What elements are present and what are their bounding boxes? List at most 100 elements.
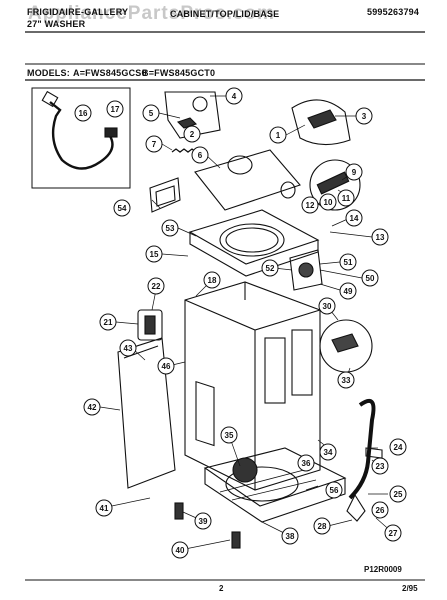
callout-10: 10 <box>319 193 337 211</box>
callout-16: 16 <box>74 104 92 122</box>
callout-4: 4 <box>225 87 243 105</box>
callout-54: 54 <box>113 199 131 217</box>
callout-6: 6 <box>191 146 209 164</box>
power-cord <box>49 101 114 170</box>
control-switch-assembly <box>291 99 351 146</box>
svg-text:54: 54 <box>118 204 127 213</box>
callout-56: 56 <box>325 481 343 499</box>
switch-inset-circle <box>309 159 361 211</box>
svg-text:50: 50 <box>366 274 375 283</box>
brand-line-2: 27" WASHER <box>27 19 86 29</box>
callout-33: 33 <box>337 371 355 389</box>
callout-7: 7 <box>145 135 163 153</box>
svg-text:27: 27 <box>389 529 398 538</box>
svg-text:11: 11 <box>342 194 351 203</box>
lid-hinge-right <box>280 181 296 199</box>
callout-42: 42 <box>83 398 101 416</box>
models-label: MODELS: <box>27 68 70 78</box>
model-b: B=FWS845GCT0 <box>142 68 216 78</box>
callout-15: 15 <box>145 245 163 263</box>
svg-text:3: 3 <box>362 112 367 121</box>
svg-text:10: 10 <box>324 198 333 207</box>
callout-36: 36 <box>297 454 315 472</box>
print-date: 2/95 <box>402 584 418 593</box>
callout-11: 11 <box>337 189 355 207</box>
svg-text:38: 38 <box>286 532 295 541</box>
callout-12: 12 <box>301 196 319 214</box>
hinge-bracket <box>149 177 181 213</box>
svg-text:43: 43 <box>124 344 133 353</box>
svg-text:36: 36 <box>302 459 311 468</box>
svg-text:17: 17 <box>111 105 120 114</box>
svg-text:25: 25 <box>394 490 403 499</box>
callout-28: 28 <box>313 517 331 535</box>
svg-text:56: 56 <box>330 486 339 495</box>
callout-2: 2 <box>183 125 201 143</box>
callout-5: 5 <box>142 104 160 122</box>
svg-text:9: 9 <box>352 168 357 177</box>
part-number: 5995263794 <box>367 7 420 17</box>
callout-bubbles: 16 17 4 5 3 1 2 7 6 9 11 10 12 14 13 54 … <box>74 87 407 559</box>
svg-text:16: 16 <box>79 109 88 118</box>
svg-text:40: 40 <box>176 546 185 555</box>
lid-hinge-left <box>227 155 253 175</box>
callout-52: 52 <box>261 259 279 277</box>
callout-51: 51 <box>339 253 357 271</box>
cabinet-bracket <box>137 309 163 341</box>
svg-text:41: 41 <box>100 504 109 513</box>
page-number: 2 <box>219 584 224 593</box>
callout-23: 23 <box>371 457 389 475</box>
svg-text:22: 22 <box>152 282 161 291</box>
svg-text:13: 13 <box>376 233 385 242</box>
svg-text:18: 18 <box>208 276 217 285</box>
power-cord-inset <box>31 87 131 189</box>
cord-strain-relief <box>104 127 118 138</box>
model-a: A=FWS845GCS0 <box>73 68 147 78</box>
svg-text:24: 24 <box>394 443 403 452</box>
svg-text:35: 35 <box>225 431 234 440</box>
svg-text:30: 30 <box>323 302 332 311</box>
diagram-code: P12R0009 <box>364 565 402 574</box>
leveling-leg-right <box>231 531 241 549</box>
callout-14: 14 <box>345 209 363 227</box>
callout-39: 39 <box>194 512 212 530</box>
callout-41: 41 <box>95 499 113 517</box>
section-title: CABINET/TOP/LID/BASE <box>170 9 280 19</box>
svg-text:6: 6 <box>198 151 203 160</box>
cabinet-side-panel <box>195 380 215 447</box>
tub-opening <box>219 223 285 257</box>
svg-text:39: 39 <box>199 517 208 526</box>
callout-25: 25 <box>389 485 407 503</box>
svg-text:14: 14 <box>350 214 359 223</box>
svg-text:34: 34 <box>324 448 333 457</box>
water-inlet-bracket <box>289 249 323 291</box>
power-cord-plug <box>41 90 59 108</box>
svg-text:1: 1 <box>276 131 281 140</box>
svg-text:28: 28 <box>318 522 327 531</box>
svg-text:23: 23 <box>376 462 385 471</box>
svg-text:21: 21 <box>104 318 113 327</box>
callout-18: 18 <box>203 271 221 289</box>
svg-text:7: 7 <box>152 140 157 149</box>
drive-pulley <box>232 457 258 483</box>
svg-text:4: 4 <box>232 92 237 101</box>
callout-40: 40 <box>171 541 189 559</box>
callout-26: 26 <box>371 501 389 519</box>
callout-43: 43 <box>119 339 137 357</box>
drain-hose <box>348 399 376 500</box>
svg-text:46: 46 <box>162 362 171 371</box>
callout-17: 17 <box>106 100 124 118</box>
lid-spring <box>171 148 197 153</box>
callout-46: 46 <box>157 357 175 375</box>
svg-text:15: 15 <box>150 250 159 259</box>
callout-35: 35 <box>220 426 238 444</box>
svg-text:33: 33 <box>342 376 351 385</box>
svg-text:53: 53 <box>166 224 175 233</box>
svg-text:51: 51 <box>344 258 353 267</box>
svg-text:52: 52 <box>266 264 275 273</box>
callout-24: 24 <box>389 438 407 456</box>
callout-53: 53 <box>161 219 179 237</box>
leveling-leg-left <box>174 502 184 520</box>
callout-3: 3 <box>355 107 373 125</box>
callout-38: 38 <box>281 527 299 545</box>
